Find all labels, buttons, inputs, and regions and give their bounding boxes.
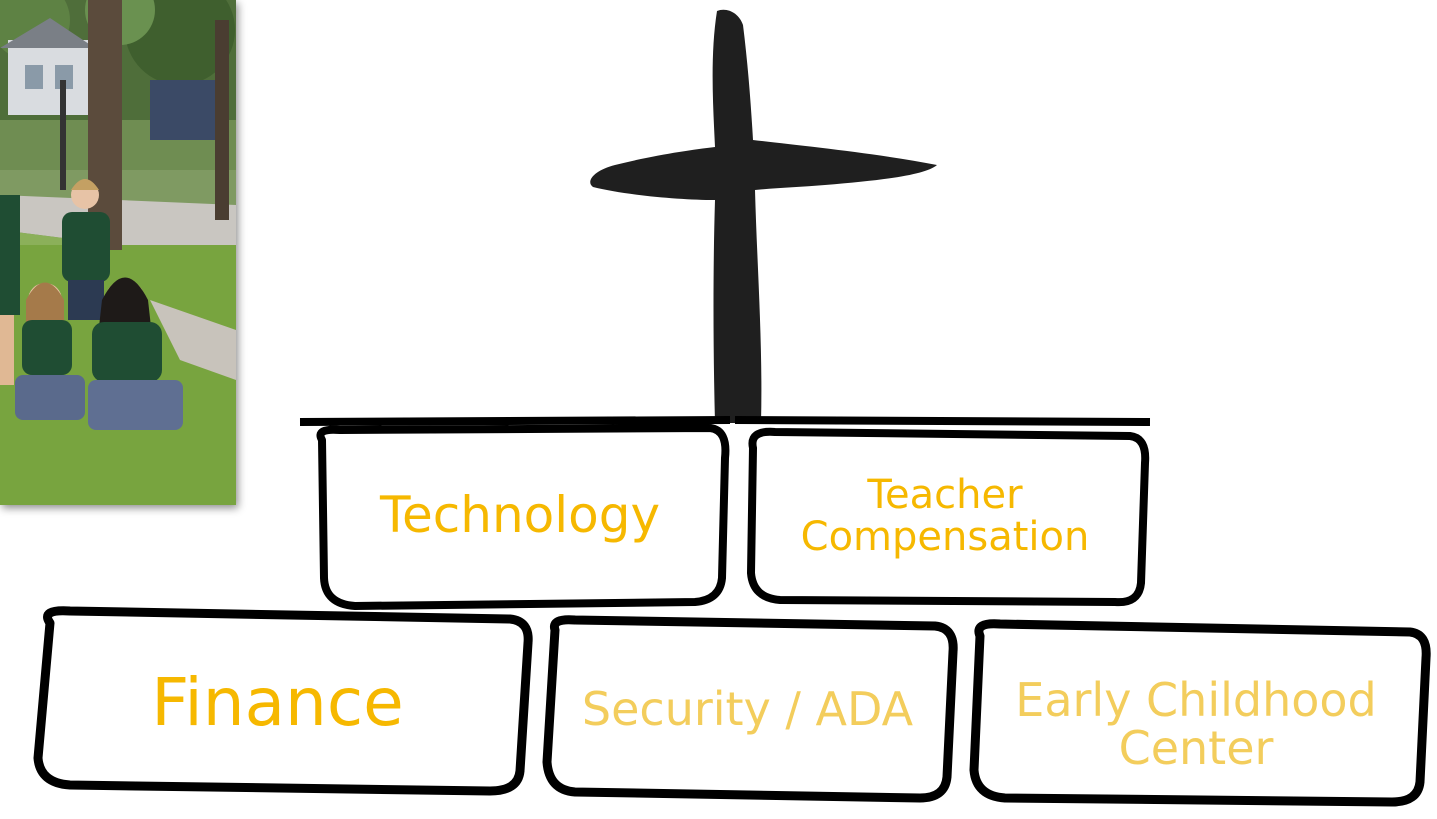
block-early-childhood-line1: Early Childhood bbox=[1015, 672, 1377, 727]
block-security-ada-label: Security / ADA bbox=[581, 682, 914, 737]
block-outline bbox=[299, 416, 731, 610]
block-teacher-compensation: Teacher Compensation bbox=[734, 416, 1155, 613]
cross-icon bbox=[590, 9, 937, 424]
block-outline bbox=[33, 606, 533, 796]
block-outline bbox=[734, 416, 1151, 607]
block-teacher-compensation-line1: Teacher bbox=[867, 471, 1023, 518]
students-photo bbox=[0, 0, 236, 505]
block-outline bbox=[542, 615, 958, 803]
block-technology-label: Technology bbox=[379, 486, 661, 545]
block-finance: Finance bbox=[20, 603, 535, 803]
block-outline bbox=[969, 619, 1431, 807]
students-photo-image bbox=[0, 0, 236, 505]
block-security-ada: Security / ADA bbox=[535, 612, 960, 807]
block-early-childhood: Early Childhood Center bbox=[960, 612, 1432, 812]
block-teacher-compensation-line2: Compensation bbox=[800, 513, 1090, 560]
block-finance-label: Finance bbox=[151, 664, 404, 742]
block-technology: Technology bbox=[299, 416, 740, 613]
block-early-childhood-line2: Center bbox=[1118, 721, 1274, 775]
